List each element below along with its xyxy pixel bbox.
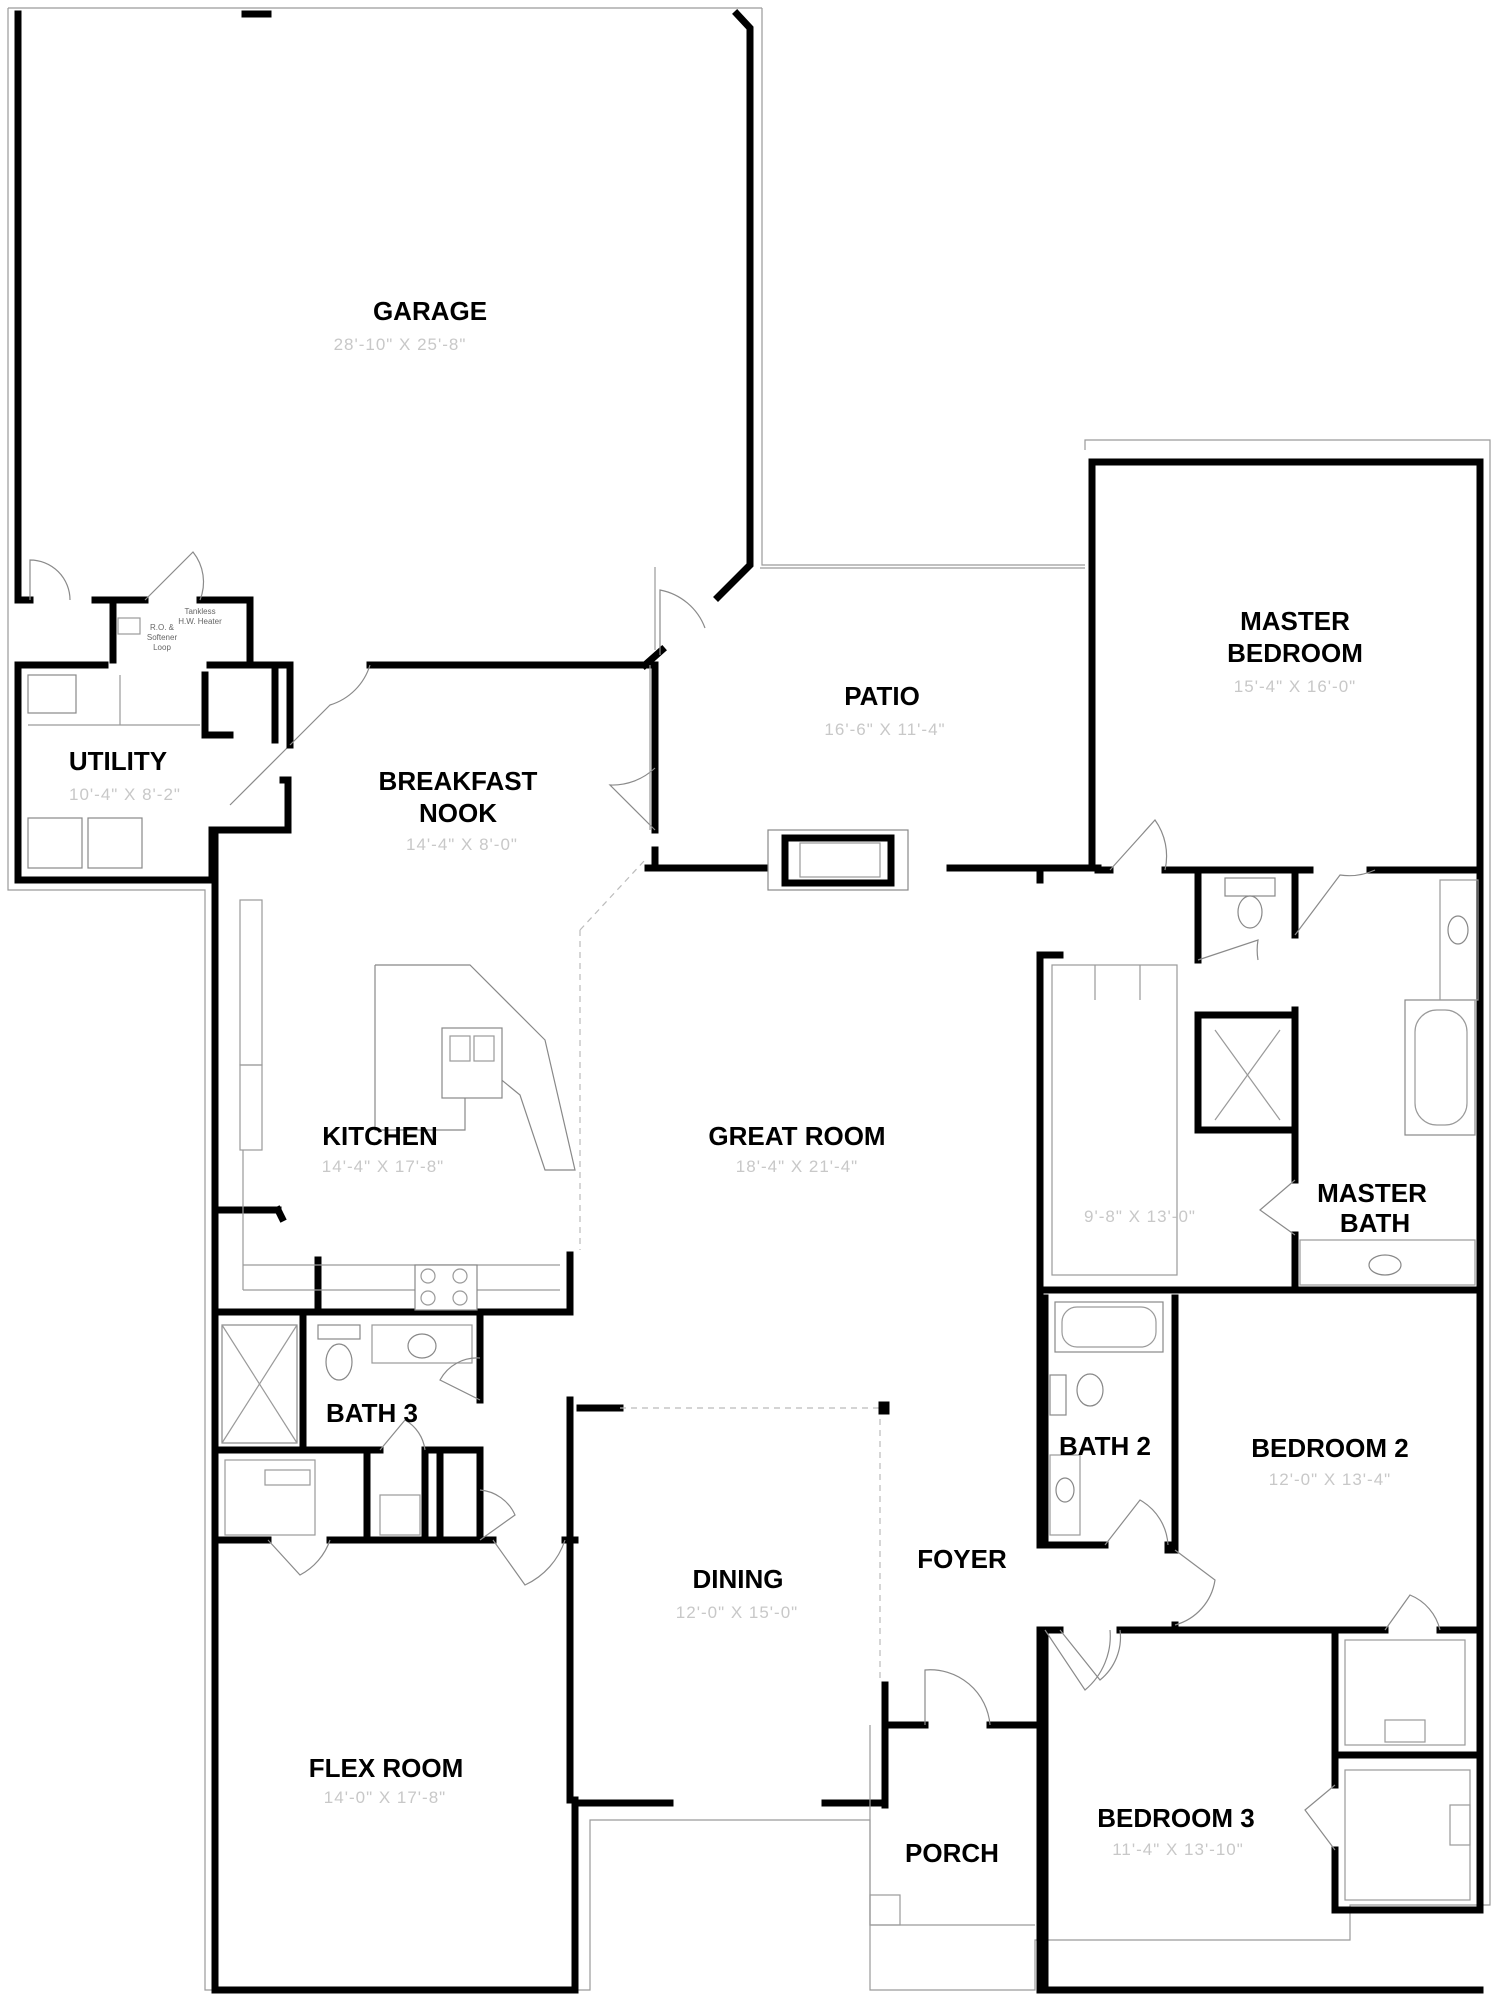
kitchen-label: KITCHEN bbox=[322, 1121, 438, 1151]
great-room-label: GREAT ROOM bbox=[708, 1121, 885, 1151]
patio-dims: 16'-6" X 11'-4" bbox=[824, 720, 945, 739]
bedroom-3-label: BEDROOM 3 bbox=[1097, 1803, 1254, 1833]
porch-label: PORCH bbox=[905, 1838, 999, 1868]
garage-walls: Tankless H.W. Heater R.O. & Softener Loo… bbox=[14, 9, 754, 669]
room-labels: GARAGE 28'-10" X 25'-8" PATIO 16'-6" X 1… bbox=[69, 296, 1427, 1868]
master-bedroom-label-2: BEDROOM bbox=[1227, 638, 1363, 668]
garage-label: GARAGE bbox=[373, 296, 487, 326]
bedroom-2-label: BEDROOM 2 bbox=[1251, 1433, 1408, 1463]
breakfast-nook-dims: 14'-4" X 8'-0" bbox=[406, 835, 518, 854]
bedroom-2-dims: 12'-0" X 13'-4" bbox=[1269, 1470, 1391, 1489]
dining-walls bbox=[571, 1286, 1111, 1994]
flex-room-dims: 14'-0" X 17'-8" bbox=[324, 1788, 446, 1807]
master-bath-label-2: BATH bbox=[1340, 1208, 1410, 1238]
utility-dims: 10'-4" X 8'-2" bbox=[69, 785, 181, 804]
kitchen-dims: 14'-4" X 17'-8" bbox=[322, 1157, 444, 1176]
master-bedroom-label-1: MASTER bbox=[1240, 606, 1350, 636]
exterior-outline bbox=[7, 7, 1491, 1991]
softener-note-1: R.O. & bbox=[150, 623, 175, 632]
bedroom-3-walls bbox=[1041, 1594, 1484, 1994]
patio-walls bbox=[644, 567, 1102, 891]
great-room-dims: 18'-4" X 21'-4" bbox=[736, 1157, 858, 1176]
master-bedroom-walls bbox=[1088, 458, 1484, 1299]
master-closet-dims: 9'-8" X 13'-0" bbox=[1084, 1207, 1196, 1226]
bedroom-2-walls bbox=[1041, 1294, 1484, 1909]
master-bath-label-1: MASTER bbox=[1317, 1178, 1427, 1208]
bath-3-label: BATH 3 bbox=[326, 1398, 418, 1428]
flex-room-label: FLEX ROOM bbox=[309, 1753, 464, 1783]
dining-label: DINING bbox=[693, 1564, 784, 1594]
patio-label: PATIO bbox=[844, 681, 920, 711]
breakfast-nook-label-2: NOOK bbox=[419, 798, 497, 828]
foyer-label: FOYER bbox=[917, 1544, 1007, 1574]
dining-dims: 12'-0" X 15'-0" bbox=[676, 1603, 798, 1622]
garage-dims: 28'-10" X 25'-8" bbox=[334, 335, 467, 354]
utility-label: UTILITY bbox=[69, 746, 167, 776]
bath-2-label: BATH 2 bbox=[1059, 1431, 1151, 1461]
master-bedroom-dims: 15'-4" X 16'-0" bbox=[1234, 677, 1356, 696]
softener-note-3: Loop bbox=[153, 643, 171, 652]
bedroom-3-dims: 11'-4" X 13'-10" bbox=[1112, 1840, 1244, 1859]
water-heater-note-1: Tankless bbox=[184, 607, 215, 616]
bath-3-walls bbox=[211, 1314, 624, 1804]
breakfast-nook-label-1: BREAKFAST bbox=[379, 766, 538, 796]
softener-note-2: Softener bbox=[147, 633, 178, 642]
master-bath-walls bbox=[1036, 866, 1484, 1294]
water-heater-note-2: H.W. Heater bbox=[178, 617, 222, 626]
